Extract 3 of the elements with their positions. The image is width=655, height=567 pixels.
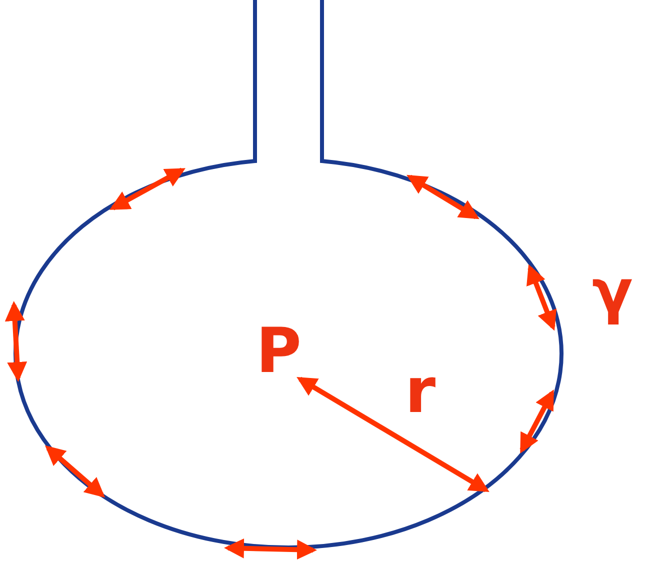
symbol-label: γ — [592, 262, 633, 322]
radius-label: r — [405, 360, 436, 422]
point-label: P — [256, 320, 302, 382]
